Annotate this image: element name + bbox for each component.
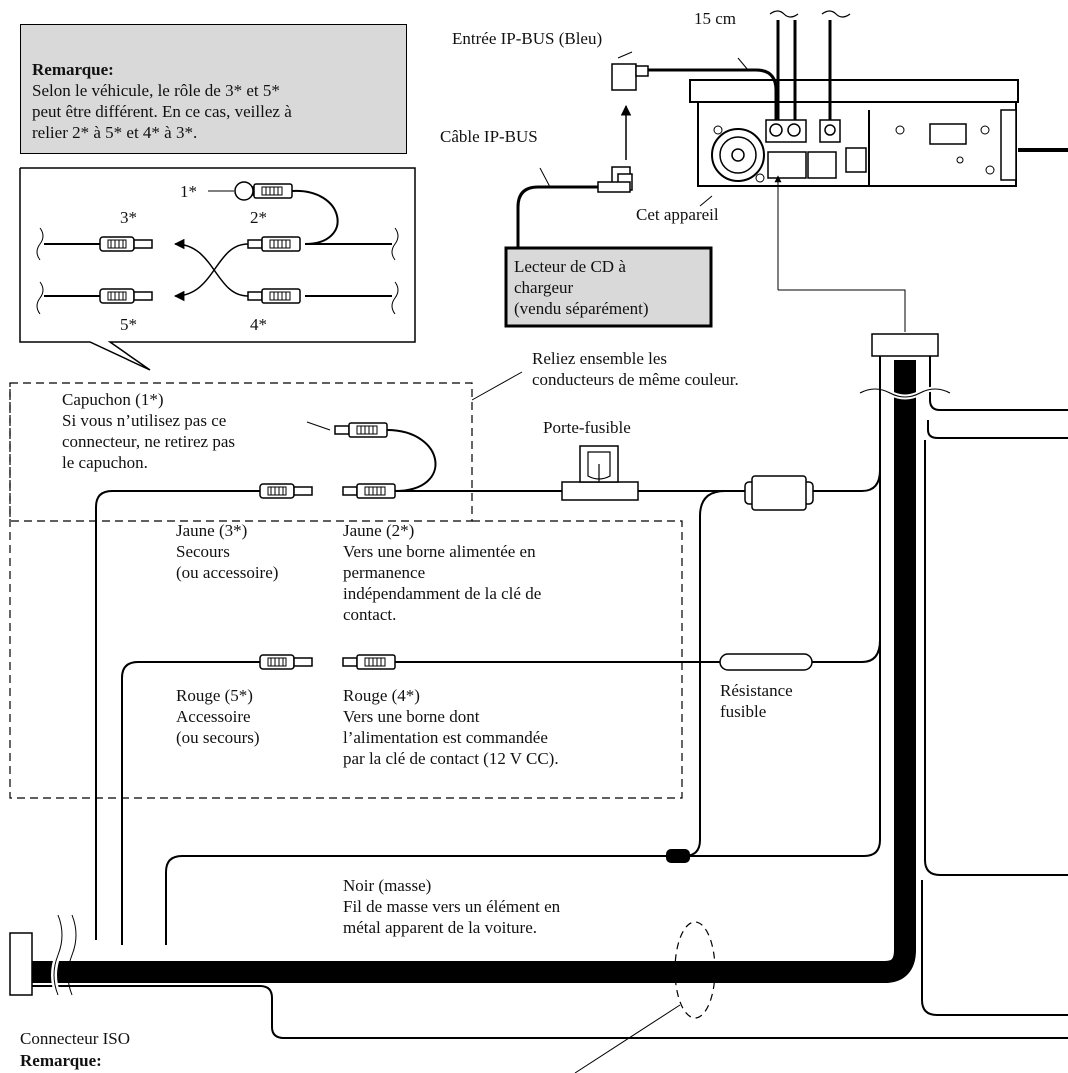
red-4-label: Rouge (4*) Vers une borne dont l’aliment… (343, 686, 559, 768)
red-5-label: Rouge (5*) Accessoire (ou secours) (176, 686, 260, 747)
note-box-text: Remarque: Selon le véhicule, le rôle de 3… (32, 38, 292, 143)
fuse-resistor-label: Résistance fusible (720, 681, 793, 721)
cap-note-label: Si vous n’utilisez pas ce connecteur, ne… (62, 411, 235, 472)
cd-changer-box (504, 246, 713, 328)
ip-bus-input-label: Entrée IP-BUS (Bleu) (452, 29, 603, 48)
yellow-2-label: Jaune (2*) Vers une borne alimentée en p… (343, 521, 542, 624)
dashed-upper (9, 382, 473, 522)
iso-connector-label: Connecteur ISO (20, 1029, 131, 1048)
plug-2 (247, 236, 301, 252)
join-same-color-label: Reliez ensemble les conducteurs de même … (532, 349, 739, 389)
plug-4 (247, 288, 301, 304)
inset-detail (19, 167, 416, 371)
inset-label-4: 4* (250, 315, 267, 334)
plug-3 (99, 236, 153, 252)
inset-label-2: 2* (250, 208, 267, 227)
this-unit-label: Cet appareil (636, 205, 719, 224)
note-box (20, 24, 407, 154)
cable-length-label: 15 cm (694, 9, 737, 28)
cap-title-label: Capuchon (1*) (62, 390, 164, 409)
plug-5 (99, 288, 153, 304)
inset-label-1: 1* (180, 182, 197, 201)
bottom-remark-label: Remarque: (20, 1051, 102, 1070)
black-ground-label: Noir (masse) Fil de masse vers un élémen… (343, 876, 561, 937)
inset-label-5: 5* (120, 315, 137, 334)
head-unit (689, 79, 1068, 332)
ip-bus-cable-label: Câble IP-BUS (440, 127, 538, 146)
note-box-body: Selon le véhicule, le rôle de 3* et 5* p… (32, 81, 292, 142)
note-box-heading: Remarque: (32, 60, 114, 79)
fuse-resistor (719, 653, 813, 671)
dashed-lower (9, 383, 683, 799)
yellow-3-label: Jaune (3*) Secours (ou accessoire) (176, 521, 279, 582)
fuse-holder (561, 445, 639, 501)
harness-connector (871, 333, 939, 357)
inset-label-3: 3* (120, 208, 137, 227)
cd-changer-label: Lecteur de CD à chargeur (vendu séparéme… (514, 257, 649, 318)
iso-connector (9, 932, 33, 996)
fuse-holder-label: Porte-fusible (543, 418, 631, 437)
